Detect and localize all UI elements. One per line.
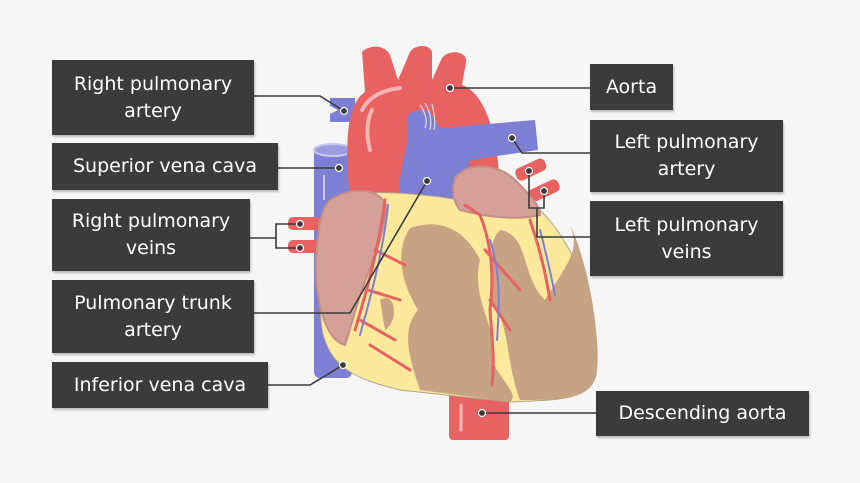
marker-dots bbox=[295, 83, 549, 418]
label-right-pulmonary-artery: Right pulmonary artery bbox=[52, 60, 254, 135]
pulmonary-trunk-shape bbox=[398, 110, 538, 205]
label-right-pulmonary-veins: Right pulmonary veins bbox=[52, 199, 250, 271]
label-aorta: Aorta bbox=[590, 64, 673, 110]
label-pulmonary-trunk-artery: Pulmonary trunk artery bbox=[52, 280, 254, 353]
label-superior-vena-cava: Superior vena cava bbox=[52, 143, 278, 190]
left-atrium-shape bbox=[452, 165, 542, 219]
label-left-pulmonary-veins: Left pulmonary veins bbox=[590, 201, 783, 276]
label-descending-aorta: Descending aorta bbox=[596, 391, 809, 436]
label-left-pulmonary-artery: Left pulmonary artery bbox=[590, 120, 783, 192]
leader-lines bbox=[250, 87, 596, 414]
label-inferior-vena-cava: Inferior vena cava bbox=[52, 362, 268, 408]
